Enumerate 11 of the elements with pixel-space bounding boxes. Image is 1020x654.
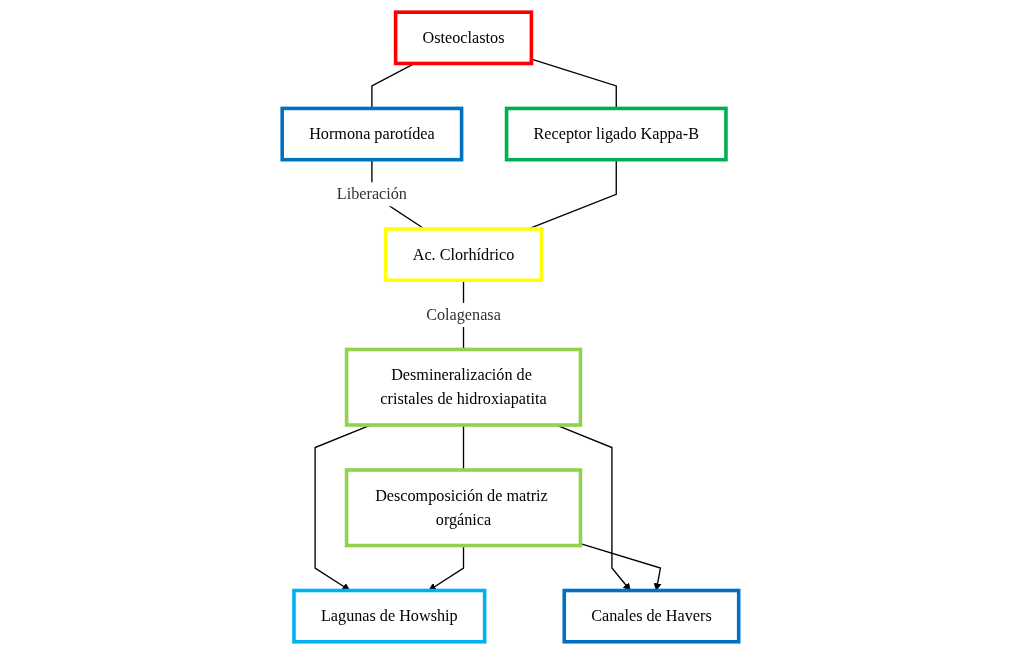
node-box: Receptor ligado Kappa-B bbox=[504, 106, 728, 162]
node-box: Desmineralización de cristales de hidroxiapatita bbox=[344, 347, 582, 427]
node-box: Descomposición de matriz orgánica bbox=[344, 468, 582, 548]
edge-label: Liberación bbox=[336, 184, 407, 203]
edge-label: Colagenasa bbox=[425, 305, 501, 324]
node-box: Canales de Havers bbox=[562, 588, 741, 644]
node-box: Hormona parotídea bbox=[279, 106, 463, 162]
node-box: Ac. Clorhídrico bbox=[383, 227, 543, 283]
node-box: Lagunas de Howship bbox=[291, 588, 486, 644]
arrow bbox=[579, 542, 662, 591]
node-box: Osteoclastos bbox=[393, 10, 533, 66]
